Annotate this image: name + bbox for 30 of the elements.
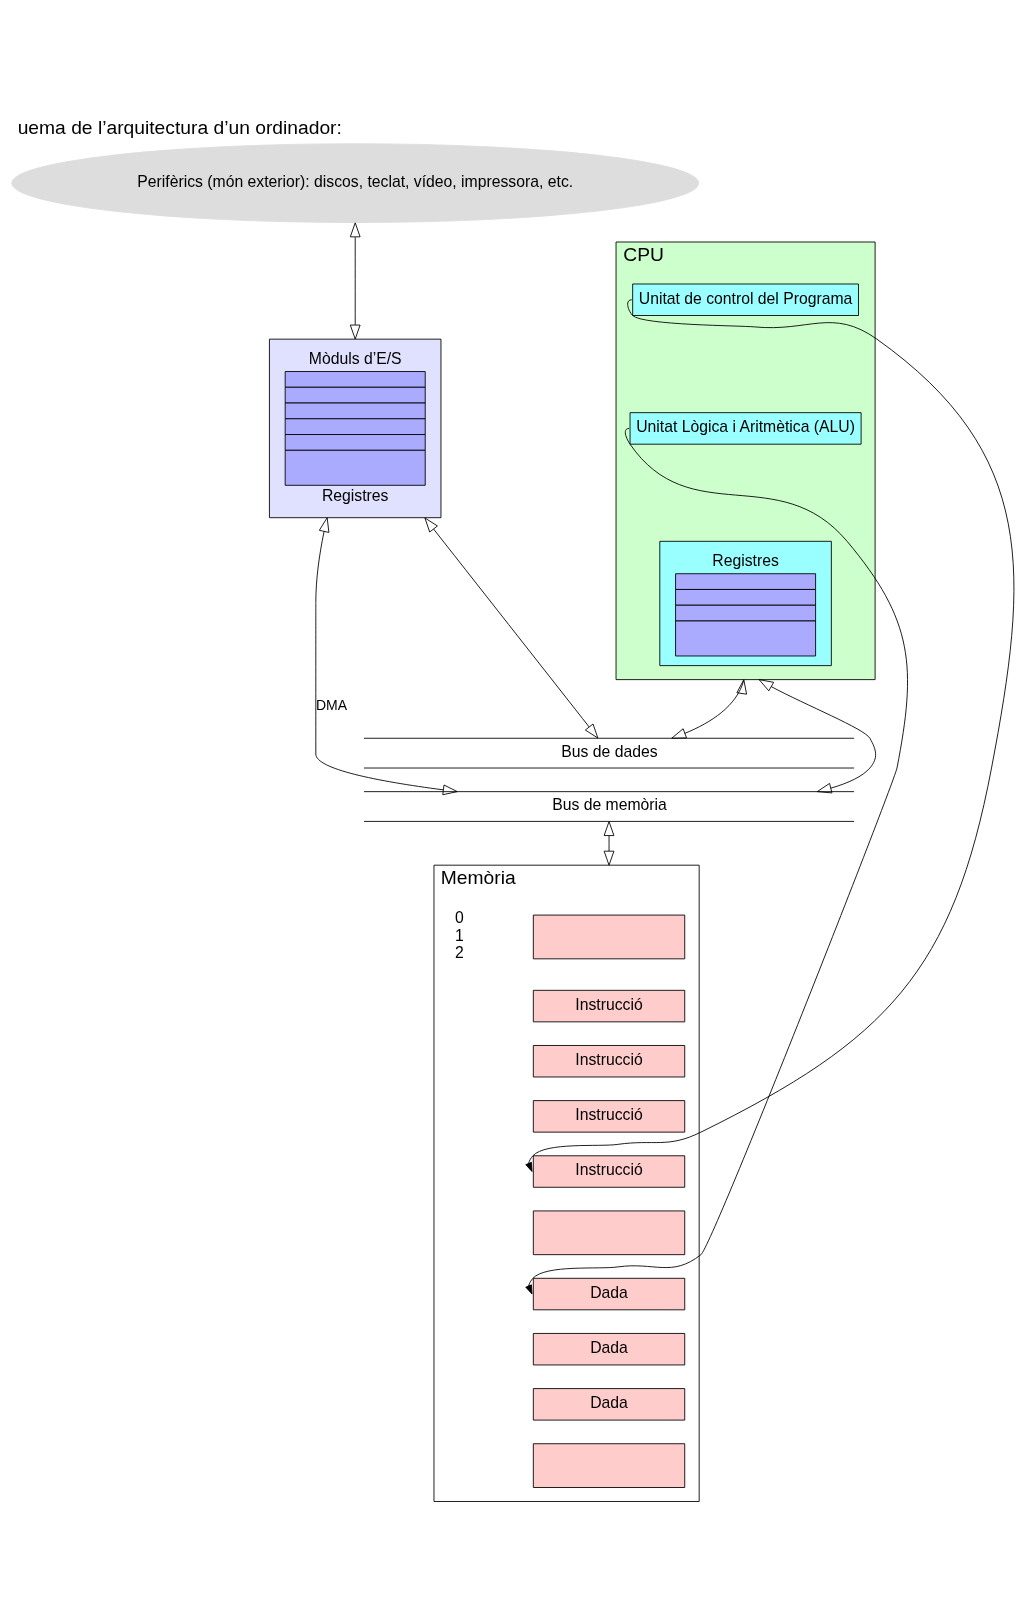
arrow: [525, 299, 1015, 1172]
node-box: Instrucció: [532, 1045, 686, 1078]
node-box: Registres: [659, 540, 832, 667]
node-box: [532, 1210, 686, 1256]
arrow: [603, 821, 615, 866]
node-box: Unitat de control del Programa: [632, 283, 859, 316]
node-box: Dada: [532, 1333, 686, 1366]
arrow: [349, 222, 361, 340]
node-box: [532, 1443, 686, 1488]
arrow: [758, 679, 877, 794]
node-label: 0: [454, 909, 464, 927]
node-box: Unitat Lògica i Aritmètica (ALU): [629, 412, 862, 445]
node-ellipse: Perifèrics (món exterior): discos, teclat, vídeo, impressora, etc.: [11, 143, 700, 223]
diagram-title: uema de l’arquitectura d’un ordinador:: [17, 117, 342, 139]
arrow: [315, 517, 458, 796]
edge-label: DMA: [316, 697, 348, 714]
node-box: Dada: [532, 1388, 686, 1421]
node-text: Bus de dades: [561, 742, 658, 760]
node-box: Instrucció: [532, 989, 686, 1023]
arrow: [525, 428, 908, 1295]
node-box: Dada: [532, 1277, 686, 1311]
node-label: 2: [454, 944, 464, 962]
node-label: 1: [454, 926, 464, 944]
node-box: Mòduls d’E/S Registres: [269, 338, 442, 519]
arrow: [424, 517, 599, 739]
node-box: [532, 914, 686, 960]
arrow: [671, 679, 748, 739]
node-box: Instrucció: [532, 1100, 686, 1133]
node-box: Instrucció: [532, 1155, 686, 1188]
node-text: Bus de memòria: [552, 796, 667, 814]
